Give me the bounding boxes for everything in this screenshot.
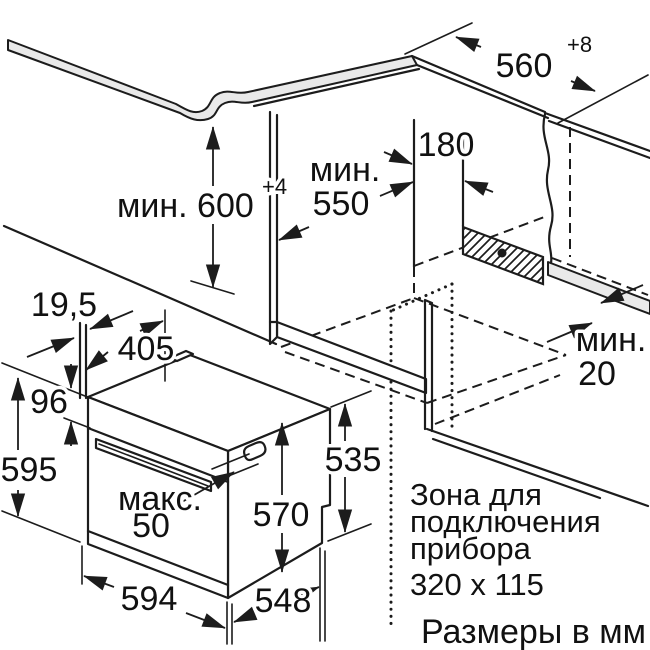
countertop [7, 39, 421, 122]
back-wall [410, 54, 650, 286]
connection-zone-hatch [461, 225, 545, 286]
annotations: Зона для подключения прибора 320 x 115 Р… [407, 474, 650, 650]
front-trim-panel-edge [78, 321, 88, 400]
dim-rear-gap-prefix: мин. [576, 321, 647, 359]
dimension-lines [10, 36, 644, 629]
dim-rear-offset: 180 [418, 126, 475, 164]
dim-niche-depth: 550 [313, 185, 370, 223]
dim-body-height-rear: 535 [325, 441, 382, 479]
cabinet-front-edge [2, 224, 278, 346]
right-wall-bottom-edge [425, 427, 650, 508]
dim-door-protrusion-prefix: макс. [118, 480, 202, 518]
connection-zone-projection-dotted [389, 282, 454, 628]
cabinet-niche [2, 110, 650, 508]
back-wall-top-edge [410, 54, 550, 120]
control-panel-line [86, 426, 230, 484]
dim-oven-front-height: 595 [1, 451, 58, 489]
connection-zone-note-line3: прибора [410, 531, 532, 566]
dim-rear-gap: 20 [578, 355, 616, 393]
dimension-labels: 560 +8 мин. 600 +4 мин. 550 180 мин. 20 … [0, 29, 650, 624]
dim-control-panel-height: 96 [30, 383, 68, 421]
dim-body-depth: 548 [255, 582, 312, 620]
oven-top-vent-slot [168, 349, 195, 363]
connection-zone-note-line1: Зона для [410, 477, 542, 512]
connection-point-dot [497, 248, 507, 258]
dim-niche-width: 560 [496, 47, 553, 85]
dim-door-protrusion: 50 [132, 507, 170, 545]
dim-niche-height-tolerance: +4 [262, 174, 287, 199]
dim-body-height-inner: 570 [253, 496, 310, 534]
right-wall-front-edge [423, 298, 434, 433]
oven [78, 321, 332, 600]
oven-side-grip-slot [243, 441, 267, 462]
dim-niche-depth-prefix: мин. [310, 151, 381, 189]
dim-side-clearance: 405 [118, 330, 175, 368]
dim-front-panel-thickness: 19,5 [31, 286, 97, 324]
connection-zone-note-line4: 320 x 115 [410, 567, 544, 602]
oven-front-door [86, 395, 230, 600]
dim-niche-height: мин. 600 [117, 187, 254, 225]
dim-oven-width: 594 [121, 580, 178, 618]
units-note: Размеры в мм [421, 613, 646, 650]
dim-niche-width-tolerance: +8 [567, 32, 592, 57]
connection-zone-note-line2: подключения [410, 504, 601, 539]
wall-break-wavy-line [542, 112, 554, 265]
countertop-front-strip [7, 39, 418, 122]
niche-shelf [275, 320, 428, 395]
